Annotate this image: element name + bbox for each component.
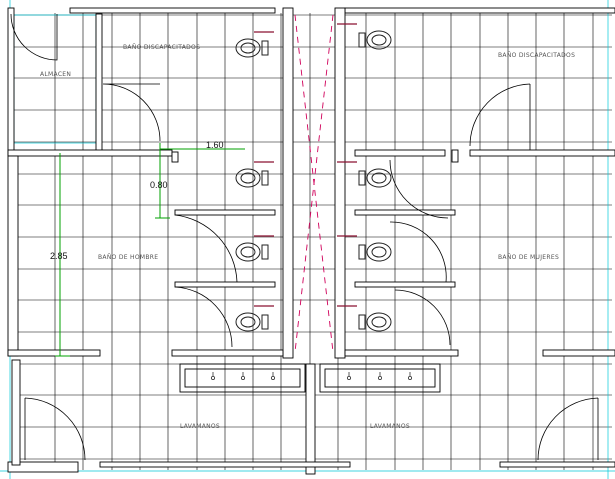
sink-icon — [210, 375, 215, 380]
toilet-icon — [235, 161, 274, 188]
toilet-icon — [337, 235, 392, 262]
sink-icon — [377, 375, 382, 380]
toilet-icon — [235, 305, 274, 332]
toilet-icon — [337, 161, 392, 188]
dimension-room-height: 2.85 — [50, 251, 68, 261]
toilet-icon — [337, 305, 392, 332]
dimension-stall-depth: 0.80 — [150, 180, 168, 190]
sink-group — [210, 372, 412, 380]
room-label-men: BAÑO DE HOMBRE — [98, 254, 158, 261]
sink-icon — [270, 375, 275, 380]
shaft-diagonals — [294, 14, 334, 353]
sink-icon — [346, 375, 351, 380]
sink-icon — [240, 375, 245, 380]
floor-tile-grid — [14, 13, 612, 470]
room-label-disabled-right: BAÑO DISCAPACITADOS — [498, 52, 575, 59]
toilet-icon — [235, 31, 274, 58]
dimension-lines — [55, 143, 245, 357]
walls — [7, 7, 615, 475]
door-swings — [10, 13, 599, 461]
room-label-women: BAÑO DE MUJERES — [498, 254, 559, 261]
dimension-stall-width: 1.60 — [206, 140, 224, 150]
sink-icon — [407, 375, 412, 380]
room-label-disabled-left: BAÑO DISCAPACITADOS — [123, 44, 200, 51]
room-label-almacen: ALMACEN — [40, 71, 71, 78]
toilet-group — [235, 23, 392, 332]
room-label-lavamanos-left: LAVAMANOS — [180, 423, 220, 430]
room-label-lavamanos-right: LAVAMANOS — [370, 423, 410, 430]
toilet-icon — [337, 23, 392, 50]
toilet-icon — [235, 235, 274, 262]
